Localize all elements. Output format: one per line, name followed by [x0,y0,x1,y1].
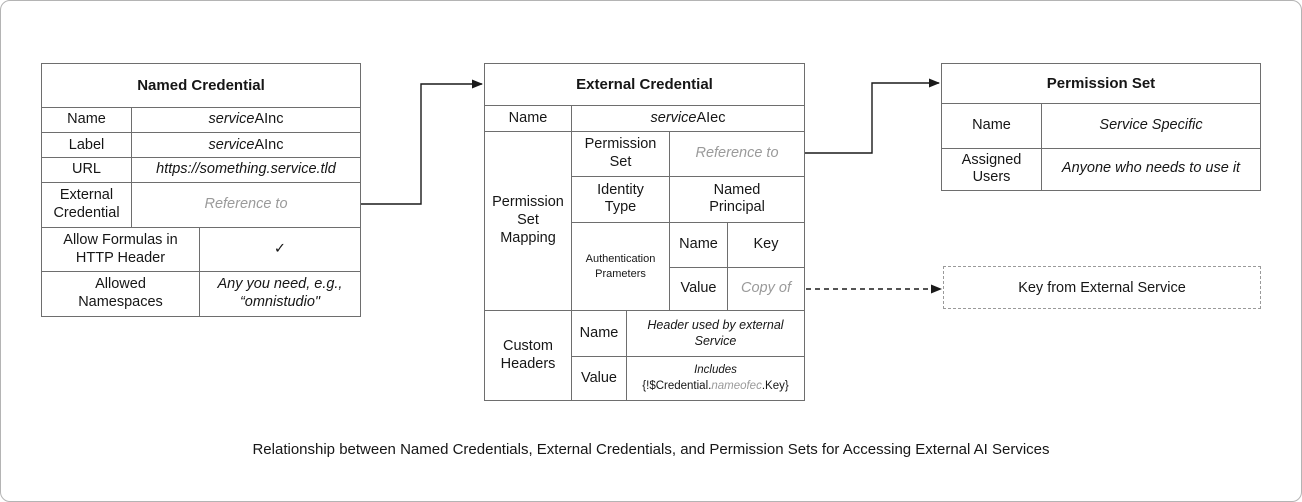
allowed-namespaces-value: Any you need, e.g., “omnistudio" [217,276,343,311]
ch-value-label: Value [572,357,627,400]
ch-value-expression: {!$Credential.nameofec.Key} [642,379,788,395]
psm-rows: Permission Set Reference to Identity Typ… [572,132,804,310]
label-value-plain: AInc [254,136,284,153]
label-value-italic: service [208,136,255,153]
auth-parameters-label: Authentication Prameters [572,223,670,310]
url-value: https://something.service.tld [156,161,336,178]
name-label: Name [42,107,132,133]
ps-assigned-users-label: Assigned Users [942,148,1042,190]
external-credential-label: External Credential [42,183,132,227]
ch-name-value: Header used by external Service [647,318,784,348]
ch-name-label: Name [572,311,627,357]
ec-name-label: Name [485,105,572,131]
ps-name-value: Service Specific [1099,117,1203,134]
psm-identity-type-value: Named Principal [709,181,765,216]
table-row: Allow Formulas in HTTP Header ✓ [42,226,360,272]
auth-value-label: Value [670,267,728,310]
named-credential-title: Named Credential [137,76,265,94]
label-label: Label [42,133,132,158]
table-row: Name Key [670,223,804,267]
custom-headers-label: Custom Headers [485,311,572,400]
expr-ec-name: nameofec [711,379,762,392]
table-row: Permission Set Reference to [572,132,804,176]
expr-suffix: .Key} [761,379,789,392]
arrow-named-to-external [361,79,483,205]
ch-value-value: Includes {!$Credential.nameofec.Key} [627,357,804,400]
permission-set-table: Permission Set Name Service Specific Ass… [941,63,1261,191]
table-row: Value Includes {!$Credential.nameofec.Ke… [572,356,804,400]
ch-value-includes: Includes [694,364,737,377]
external-credential-value: Reference to [204,196,288,213]
psm-permission-set-label: Permission Set [572,132,670,176]
permission-set-mapping-group: Permission Set Mapping Permission Set Re… [485,131,804,310]
key-from-external-service-box: Key from External Service [943,266,1261,309]
name-value-plain: AInc [254,111,284,128]
auth-parameters-group: Authentication Prameters Name Key Value … [572,222,804,310]
auth-name-value: Key [753,235,779,252]
key-box-text: Key from External Service [1018,279,1186,296]
ec-name-value-plain: AIec [696,109,726,126]
diagram-caption: Relationship between Named Credentials, … [252,441,1050,458]
psm-permission-set-value: Reference to [695,144,779,161]
expr-prefix: {!$Credential. [642,379,712,392]
permission-set-title: Permission Set [1046,75,1156,93]
table-row: Value Copy of [670,266,804,310]
table-row: Name Service Specific [942,103,1260,148]
auth-parameters-rows: Name Key Value Copy of [670,223,804,310]
custom-headers-group: Custom Headers Name Header used by exter… [485,310,804,400]
allowed-namespaces-label: Allowed Namespaces [42,272,200,316]
name-value-italic: service [208,111,255,128]
table-row: Allowed Namespaces Any you need, e.g., “… [42,271,360,316]
table-row: External Credential Reference to [42,182,360,227]
ec-name-value-italic: service [650,109,697,126]
table-row: URL https://something.service.tld [42,157,360,183]
psm-identity-type-label: Identity Type [572,176,670,222]
allow-formulas-checkmark: ✓ [273,240,287,257]
table-row: Assigned Users Anyone who needs to use i… [942,147,1260,190]
auth-name-label: Name [670,223,728,267]
arrow-external-to-permission-set [805,78,940,154]
psm-label: Permission Set Mapping [485,132,572,310]
url-label: URL [42,158,132,183]
ps-name-label: Name [942,104,1042,148]
auth-value-value: Copy of [741,279,791,296]
custom-headers-rows: Name Header used by external Service Val… [572,311,804,400]
ps-assigned-users-value: Anyone who needs to use it [1061,160,1241,177]
table-row: Name Header used by external Service [572,311,804,357]
table-row: Identity Type Named Principal [572,175,804,222]
external-credential-title: External Credential [576,75,713,93]
allow-formulas-label: Allow Formulas in HTTP Header [42,227,200,272]
